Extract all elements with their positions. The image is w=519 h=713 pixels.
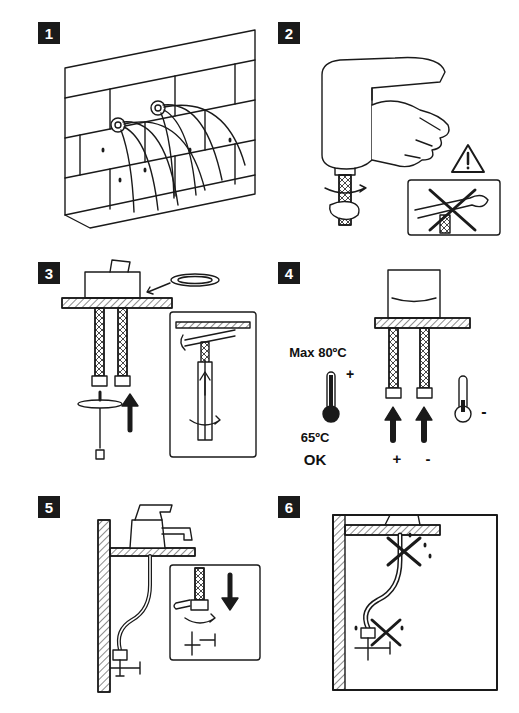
step-number: 4 <box>278 262 300 284</box>
annotation-label: + <box>346 366 354 382</box>
annotation-label: - <box>481 403 486 421</box>
step-number: 3 <box>38 262 60 284</box>
panel-1-wall <box>65 30 255 228</box>
step-number-text: 6 <box>285 499 293 516</box>
step-number-text: 1 <box>45 25 53 42</box>
panel-3-fixing <box>62 260 256 459</box>
panel-5-valve <box>98 505 260 692</box>
step-number: 1 <box>38 22 60 44</box>
annotation-label: 65ºC <box>301 430 330 445</box>
step-number-text: 3 <box>45 265 53 282</box>
annotation-label: - <box>426 450 431 467</box>
panel-2-faucet <box>322 58 500 235</box>
step-number-text: 2 <box>285 25 293 42</box>
step-number: 5 <box>38 496 60 518</box>
annotation-label: OK <box>304 451 327 468</box>
step-number-text: 5 <box>45 499 53 516</box>
annotation-label: + <box>393 450 402 467</box>
panel-6-warning <box>333 515 497 690</box>
annotation-label: Max 80ºC <box>289 345 347 360</box>
step-number: 6 <box>278 496 300 518</box>
step-number-text: 4 <box>285 265 293 282</box>
step-number: 2 <box>278 22 300 44</box>
